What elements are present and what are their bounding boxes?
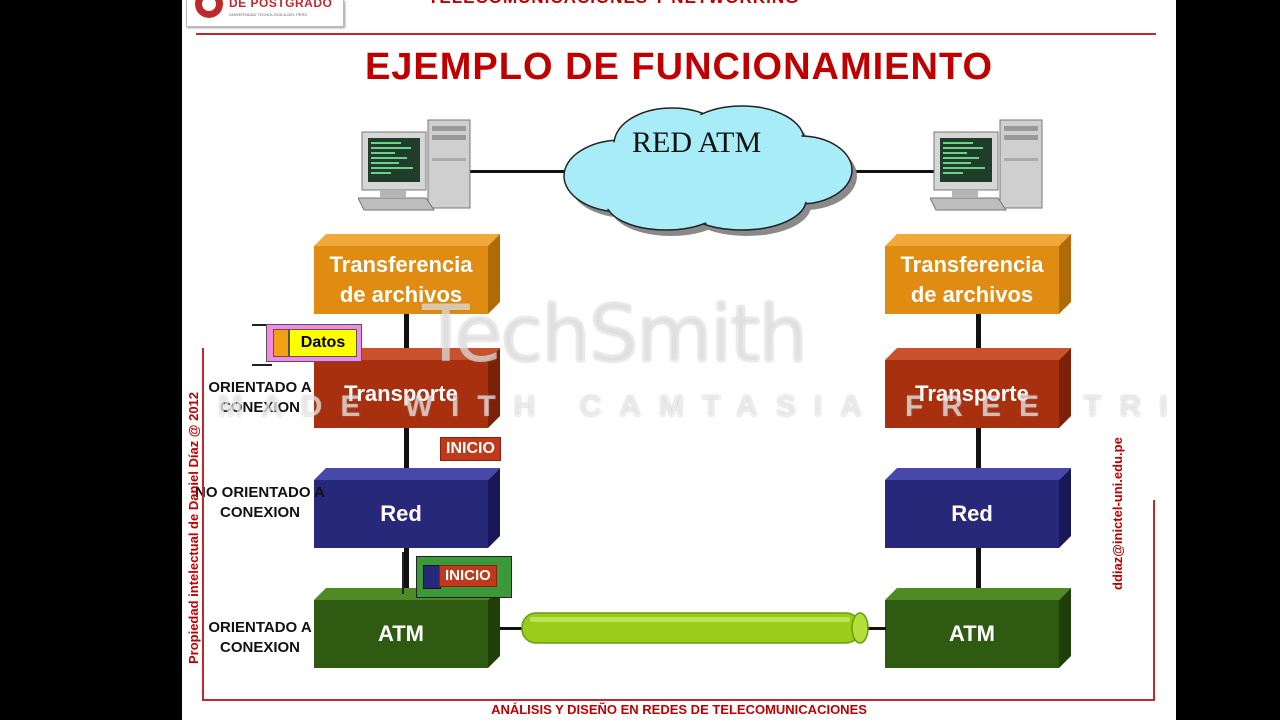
left-connector-1 bbox=[404, 314, 409, 354]
right-layer-transport: Transporte bbox=[885, 348, 1071, 428]
right-connector-1 bbox=[976, 314, 981, 354]
inicio-tag-atm: INICIO bbox=[439, 565, 497, 587]
slide-title: EJEMPLO DE FUNCIONAMIENTO bbox=[364, 46, 994, 88]
logo-emblem-icon bbox=[195, 0, 223, 18]
datos-packet-bracket bbox=[252, 324, 272, 366]
copyright-vertical: Propiedad intelectual de Daniel Díaz @ 2… bbox=[186, 391, 201, 665]
header-divider bbox=[196, 33, 1156, 35]
network-mode-label: NO ORIENTADO A CONEXION bbox=[195, 484, 325, 521]
left-layer-application-label: Transferencia de archivos bbox=[329, 251, 473, 307]
left-layer-transport-label: Transporte bbox=[344, 380, 458, 406]
atm-link-cable bbox=[516, 610, 876, 648]
atm-cell-packet: INICIO bbox=[416, 556, 512, 598]
network-label: RED ATM bbox=[632, 126, 762, 159]
cable-stub-right bbox=[868, 627, 886, 630]
datos-packet-header bbox=[273, 329, 289, 357]
cell-bracket bbox=[402, 552, 412, 594]
course-title: TELECOMUNICACIONES Y NETWORKING bbox=[428, 0, 799, 8]
left-layer-application: Transferencia de archivos bbox=[314, 234, 500, 314]
right-connector-3 bbox=[976, 548, 981, 594]
computer-left-icon bbox=[357, 118, 474, 216]
slide: DE POSTGRADO UNIVERSIDAD TECNOLÓGICA DEL… bbox=[182, 0, 1176, 720]
right-layer-atm-label: ATM bbox=[948, 620, 996, 646]
left-layer-atm: ATM bbox=[314, 588, 500, 668]
logo-text: DE POSTGRADO bbox=[229, 0, 333, 10]
datos-label: Datos bbox=[289, 329, 357, 357]
link-left bbox=[470, 170, 574, 173]
atm-mode-label: ORIENTADO A CONEXION bbox=[208, 619, 312, 656]
left-layer-network: Red bbox=[314, 468, 500, 548]
left-layer-atm-label: ATM bbox=[377, 620, 425, 646]
frame-right bbox=[1153, 500, 1155, 700]
left-layer-network-label: Red bbox=[380, 500, 422, 526]
link-right bbox=[854, 170, 942, 173]
frame-bottom bbox=[202, 699, 1155, 701]
left-layer-transport: Transporte bbox=[314, 348, 500, 428]
right-connector-2 bbox=[976, 428, 981, 474]
datos-packet: Datos bbox=[266, 324, 362, 362]
university-logo: DE POSTGRADO UNIVERSIDAD TECNOLÓGICA DEL… bbox=[186, 0, 344, 27]
right-layer-atm: ATM bbox=[885, 588, 1071, 668]
inicio-tag-network: INICIO bbox=[440, 437, 501, 461]
email-vertical: ddiaz@inictel-uni.edu.pe bbox=[1110, 437, 1125, 590]
camtasia-trial-watermark: MADE WITH CAMTASIA FREE TRIAL bbox=[218, 390, 1176, 423]
right-layer-application: Transferencia de archivos bbox=[885, 234, 1071, 314]
computer-right-icon bbox=[929, 118, 1046, 216]
right-layer-network-label: Red bbox=[951, 500, 993, 526]
left-connector-3 bbox=[404, 548, 409, 594]
left-connector-2 bbox=[404, 428, 409, 474]
right-layer-network: Red bbox=[885, 468, 1071, 548]
cable-stub-left bbox=[500, 627, 522, 630]
atm-network-cloud bbox=[562, 104, 862, 238]
right-layer-transport-label: Transporte bbox=[915, 380, 1029, 406]
right-layer-application-label: Transferencia de archivos bbox=[900, 251, 1044, 307]
logo-subtext: UNIVERSIDAD TECNOLÓGICA DEL PERÚ bbox=[229, 12, 308, 17]
frame-left bbox=[202, 348, 204, 700]
techsmith-watermark: TechSmith bbox=[422, 290, 808, 380]
footer-course: ANÁLISIS Y DISEÑO EN REDES DE TELECOMUNI… bbox=[491, 702, 867, 717]
transport-mode-label: ORIENTADO A CONEXION bbox=[208, 379, 312, 416]
